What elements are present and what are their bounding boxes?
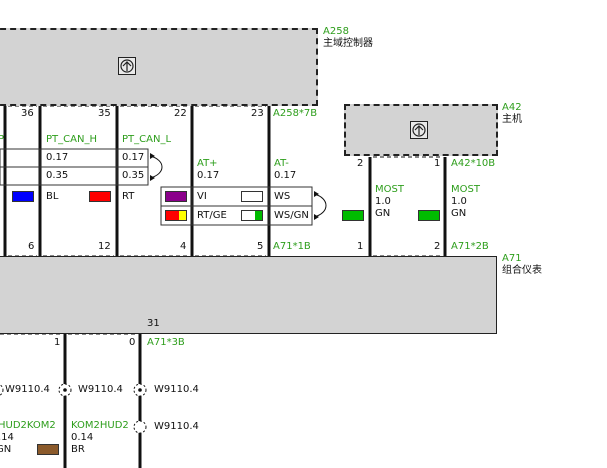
wire-color-name: VI <box>197 191 207 202</box>
pin-number: 6 <box>28 241 35 252</box>
wire-size: 0.17 <box>197 170 220 181</box>
wire-size: 1.0 <box>375 196 391 207</box>
wire-color-name: GN <box>451 208 467 219</box>
pin-number: 2 <box>434 241 441 252</box>
wire-color-name: GN <box>0 444 12 455</box>
connector-a71-1b: A71*1B <box>273 241 311 252</box>
signal-hud2kom2: HUD2KOM2 <box>0 420 56 431</box>
signal-at-minus: AT- <box>274 158 289 169</box>
twist-arrow-at <box>313 193 327 218</box>
signal-at-plus: AT+ <box>197 158 218 169</box>
component-a258-box[interactable] <box>0 28 318 106</box>
splice-label: W9110.4 <box>154 384 199 395</box>
connector-a71-3b: A71*3B <box>147 337 185 348</box>
splice-label: W9110.4 <box>78 384 123 395</box>
component-name-a258: 主域控制器 <box>323 38 373 49</box>
pin-number: 5 <box>257 241 264 252</box>
component-id-a42: A42 <box>502 102 522 113</box>
wire-size: 0.35 <box>122 170 145 181</box>
wire-color-name: BL <box>46 191 59 202</box>
pin-number: 12 <box>98 241 111 252</box>
pin-number: 35 <box>98 108 111 119</box>
wire-size: 0.17 <box>46 152 69 163</box>
pin-number: 1 <box>54 337 61 348</box>
splice-icon <box>0 384 4 396</box>
wire-color-name: WS <box>274 191 291 202</box>
wire-color-name: RT/GE <box>197 210 227 221</box>
splice-label: W9110.4 <box>154 421 199 432</box>
connector-a42-10b: A42*10B <box>451 158 496 169</box>
wire-size: 0.17 <box>274 170 297 181</box>
signal-kom2hud2: KOM2HUD2 <box>71 420 129 431</box>
splice-label: W9110.4 <box>5 384 50 395</box>
pin-number: 4 <box>180 241 187 252</box>
component-a71-box[interactable] <box>0 256 497 334</box>
pin-number: 23 <box>251 108 264 119</box>
pin-number: 1 <box>434 158 441 169</box>
ground-pin-number: 31 <box>147 318 160 329</box>
swatch-ws <box>241 191 263 202</box>
signal-p: P <box>0 134 5 145</box>
wire-size: .14 <box>0 432 14 443</box>
wire-color-name: RT <box>122 191 135 202</box>
splice-icon <box>133 420 147 434</box>
wire-size: 0.14 <box>71 432 94 443</box>
signal-most-2: MOST <box>451 184 480 195</box>
module-symbol-icon <box>410 121 428 139</box>
pin-number: 22 <box>174 108 187 119</box>
swatch-vi <box>165 191 187 202</box>
wire-size: 1.0 <box>451 196 467 207</box>
swatch-gn <box>418 210 440 221</box>
component-name-a42: 主机 <box>502 114 522 125</box>
swatch-ws-gn <box>241 210 263 221</box>
module-symbol-icon <box>118 57 136 75</box>
swatch-rt-ge <box>165 210 187 221</box>
wire-color-name: BR <box>71 444 85 455</box>
signal-most-1: MOST <box>375 184 404 195</box>
swatch-gn <box>342 210 364 221</box>
wire-size: 0.35 <box>46 170 69 181</box>
connector-a71-2b: A71*2B <box>451 241 489 252</box>
wire-size: 0.17 <box>122 152 145 163</box>
component-name-a71: 组合仪表 <box>502 265 542 276</box>
swatch-bl <box>12 191 34 202</box>
component-id-a71: A71 <box>502 253 522 264</box>
pin-number: 2 <box>357 158 364 169</box>
signal-pt-can-l: PT_CAN_L <box>122 134 172 145</box>
pin-number: 0 <box>129 337 136 348</box>
wire-color-name: GN <box>375 208 391 219</box>
connector-a258-7b: A258*7B <box>273 108 318 119</box>
wire-color-name: WS/GN <box>274 210 309 221</box>
component-id-a258: A258 <box>323 26 349 37</box>
pin-number: 1 <box>357 241 364 252</box>
pin-number: 36 <box>21 108 34 119</box>
twist-arrow-can <box>149 155 163 179</box>
signal-pt-can-h: PT_CAN_H <box>46 134 97 145</box>
swatch-rt <box>89 191 111 202</box>
swatch-br <box>37 444 59 455</box>
